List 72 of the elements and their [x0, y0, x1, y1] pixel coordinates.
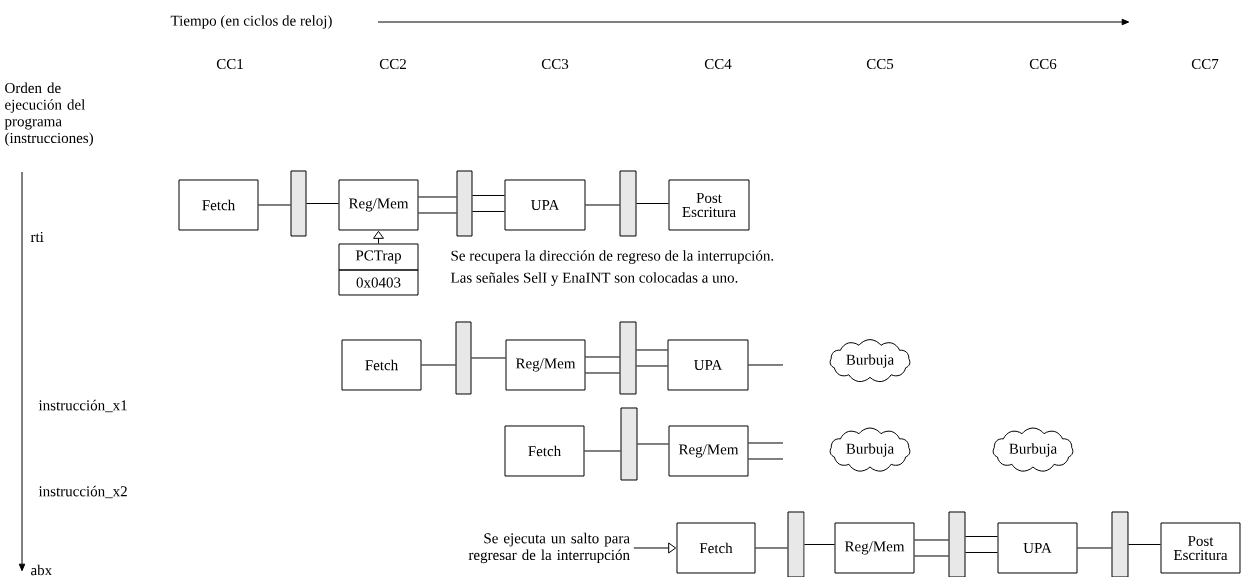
cycle-label: CC1	[216, 58, 243, 70]
connector-line	[636, 365, 668, 367]
stage-box: Fetch	[341, 339, 422, 391]
cycle-label: CC2	[379, 58, 406, 70]
connector-line	[585, 204, 620, 206]
connector-line	[418, 196, 457, 198]
pipeline-register-bar	[1111, 511, 1129, 577]
connector-line	[965, 552, 998, 553]
pipeline-register-bar	[948, 511, 966, 577]
connector-line	[472, 195, 505, 196]
stage-box: Reg/Mem	[668, 425, 749, 477]
connector-line	[585, 356, 620, 358]
stage-box: UPA	[997, 522, 1078, 574]
connector-line	[1077, 547, 1112, 549]
connector-line	[418, 212, 457, 214]
connector-line	[584, 450, 621, 452]
connector-line	[636, 349, 668, 351]
connector-line	[748, 458, 784, 460]
pipeline-register-bar	[290, 170, 307, 237]
pipeline-register-bar	[619, 170, 637, 237]
axis-title: Tiempo (en ciclos de reloj)	[170, 15, 332, 29]
stage-box: Fetch	[676, 522, 756, 574]
label-text: rti	[30, 231, 44, 243]
connector-line	[748, 364, 784, 366]
label-text: instrucción_x1	[38, 399, 127, 413]
label-text: Las señales SelI y EnaINT son colocadas a uno.	[450, 272, 738, 286]
stage-box: Fetch	[178, 179, 259, 231]
connector-line	[755, 547, 788, 549]
pipeline-register-bar	[456, 170, 473, 237]
pipeline-register-bar	[455, 321, 472, 395]
connector-line	[421, 364, 456, 366]
stage-box: PCTrap	[338, 243, 419, 271]
cycle-label: CC7	[1191, 58, 1219, 70]
bubble-cloud: Burbuja	[829, 339, 911, 383]
axis-title: Orden de ejecución del programa (instrucciones)	[4, 82, 93, 147]
connector-line	[914, 555, 949, 557]
stage-box: UPA	[504, 179, 586, 231]
connector-line	[636, 203, 669, 204]
cycle-label: CC3	[541, 58, 569, 70]
stage-box: 0x0403	[338, 269, 419, 296]
stage-box: Reg/Mem	[338, 179, 419, 231]
connector-line	[472, 211, 505, 212]
connector-line	[914, 539, 949, 541]
connector-line	[258, 204, 291, 206]
label-text: instrucción_x2	[38, 485, 127, 499]
bubble-cloud: Burbuja	[992, 427, 1074, 472]
arrow	[373, 230, 384, 244]
connector-line	[471, 357, 506, 359]
cycle-label: CC6	[1029, 58, 1057, 70]
stage-box: Reg/Mem	[834, 522, 915, 574]
connector-line	[1128, 544, 1161, 545]
pipeline-register-bar	[620, 407, 638, 481]
pipeline-register-bar	[787, 511, 805, 577]
connector-line	[804, 544, 835, 545]
stage-box: Fetch	[504, 425, 585, 477]
bubble-cloud: Burbuja	[829, 427, 911, 472]
stage-box: UPA	[667, 339, 749, 391]
label-text: Se recupera la dirección de regreso de la interrupción.	[451, 250, 774, 264]
connector-line	[637, 443, 669, 445]
stage-box: Post Escritura	[668, 179, 750, 231]
connector-line	[306, 203, 339, 204]
stage-box: Post Escritura	[1160, 522, 1241, 574]
stage-box: Reg/Mem	[505, 339, 586, 391]
cycle-label: CC4	[704, 58, 732, 70]
note-text: Se ejecuta un salto para regresar de la interrupción	[468, 532, 630, 564]
arrow	[633, 542, 677, 554]
connector-line	[965, 536, 998, 537]
connector-line	[585, 372, 620, 374]
cycle-label: CC5	[866, 58, 894, 70]
pipeline-register-bar	[619, 321, 637, 395]
connector-line	[748, 442, 784, 444]
label-text: abx	[31, 564, 52, 576]
